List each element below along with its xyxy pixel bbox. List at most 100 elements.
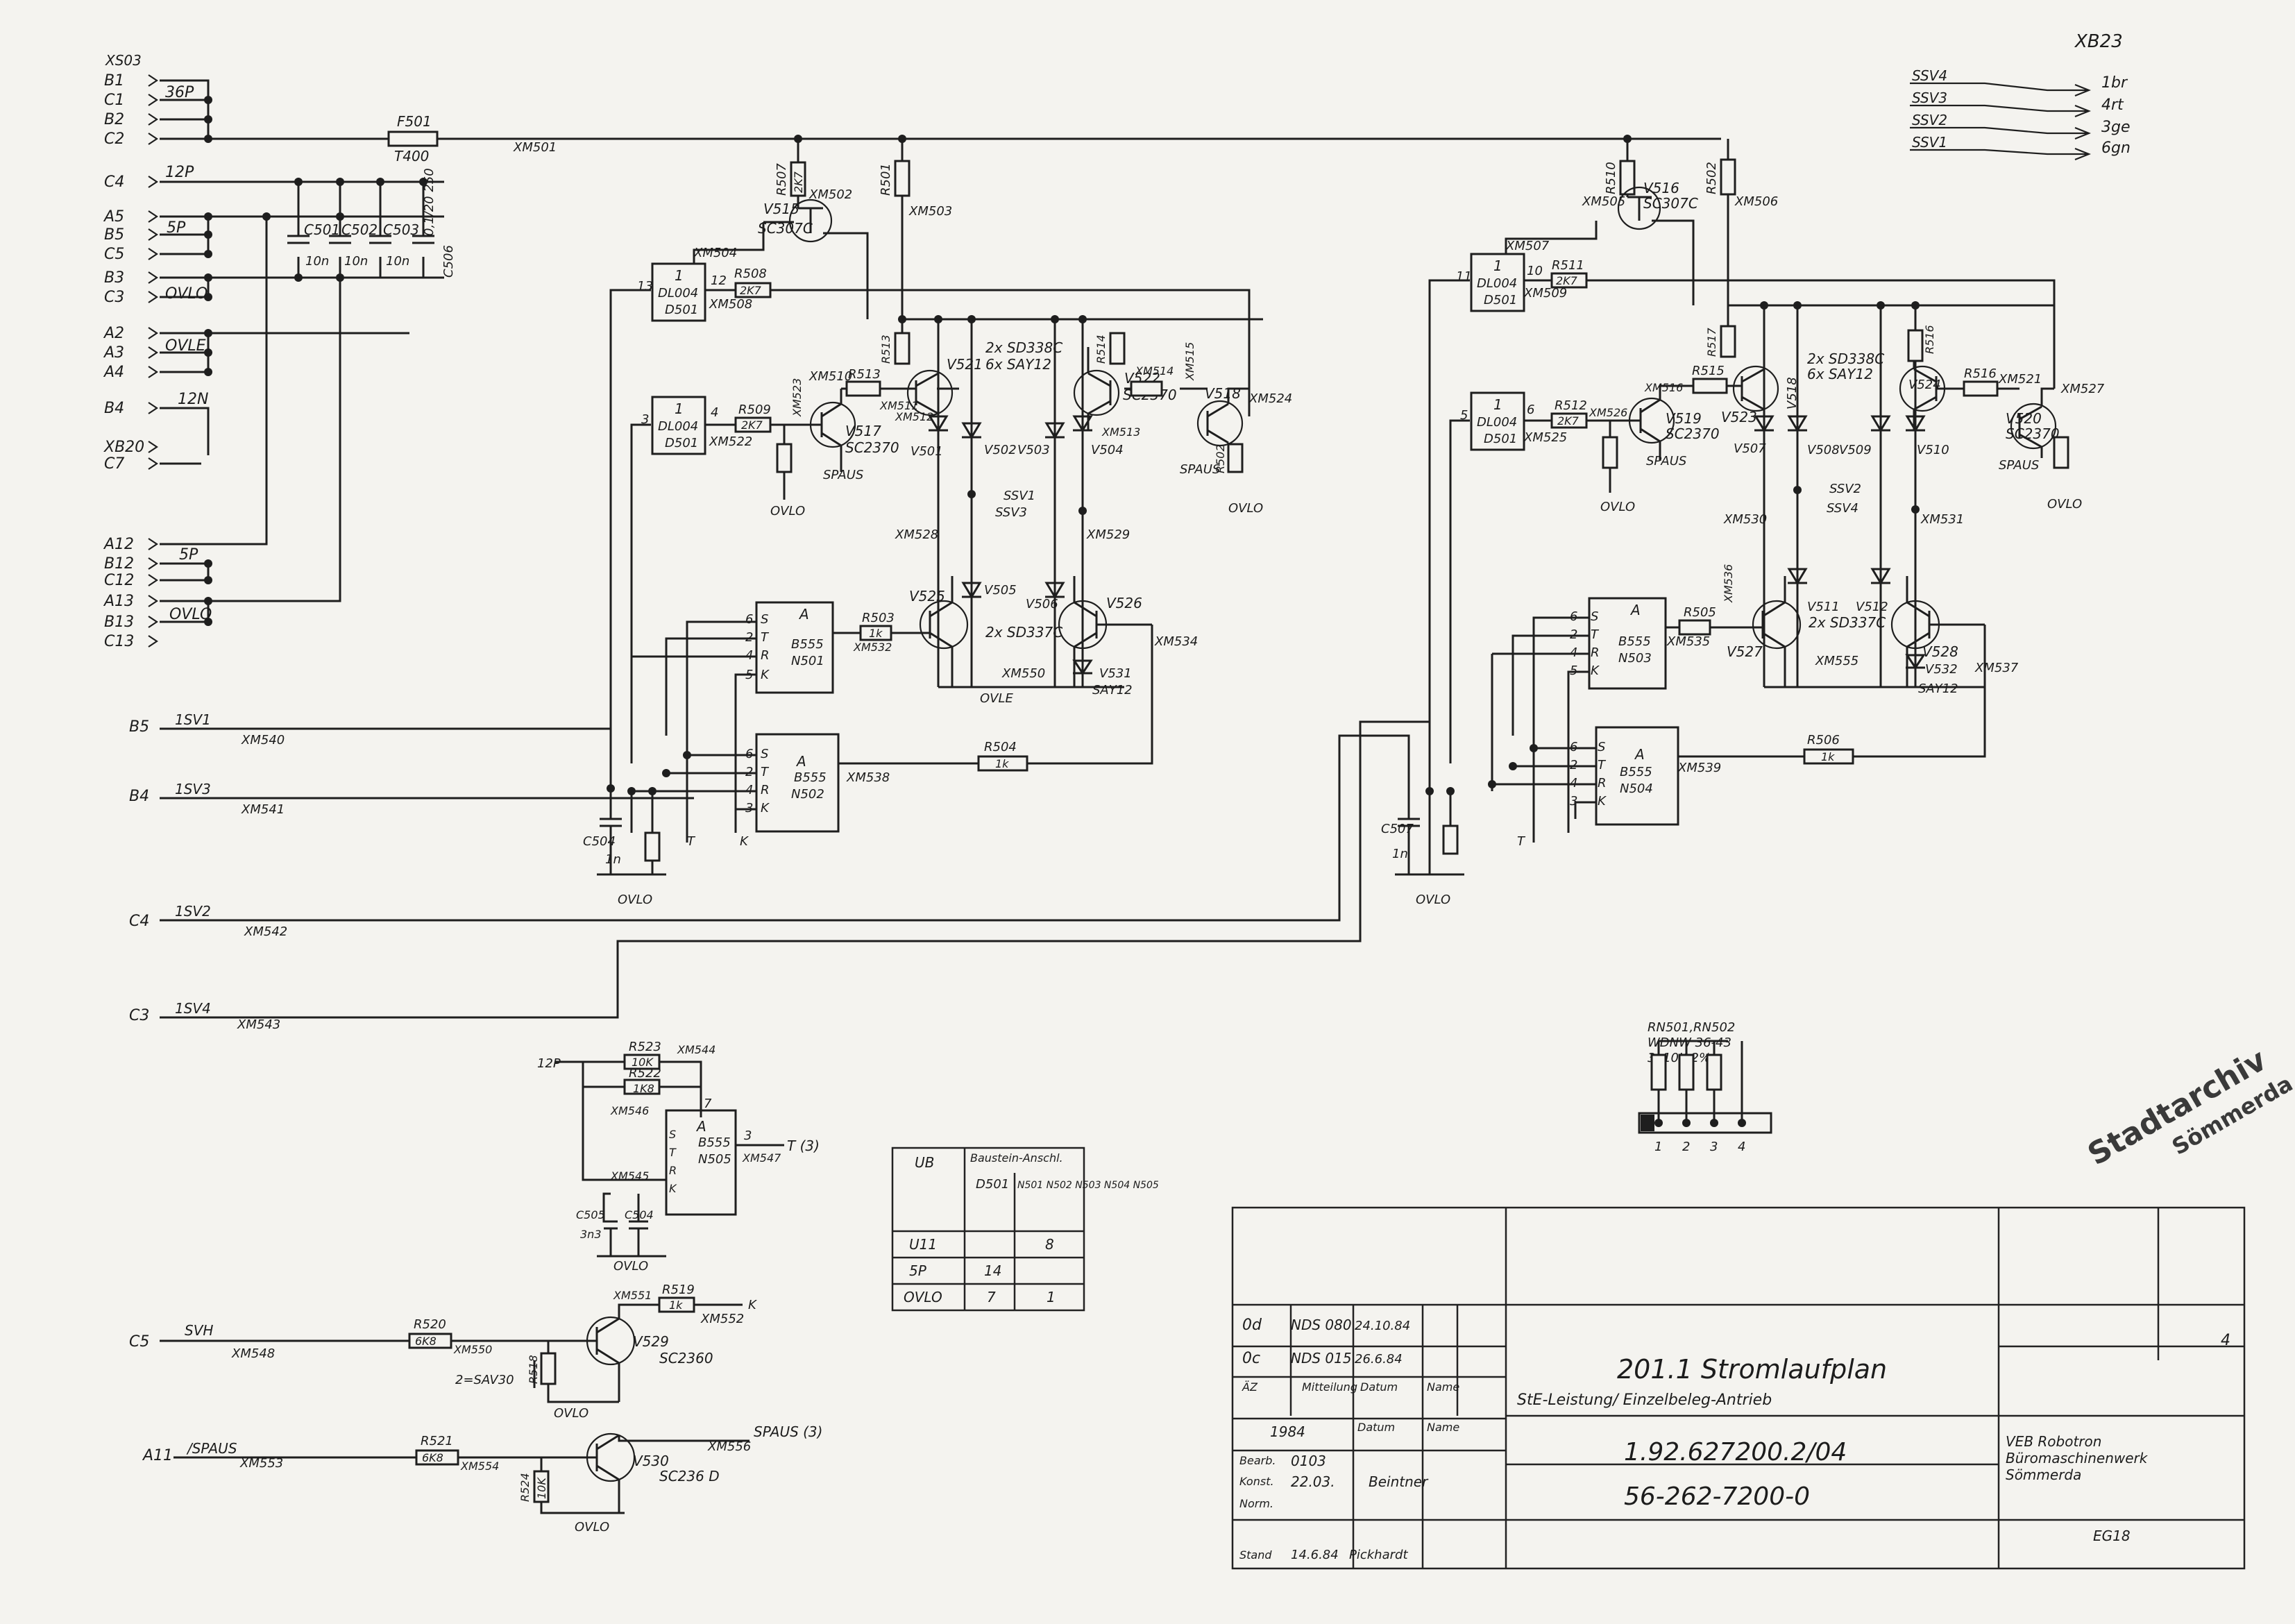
spaus-l: SPAUS [823,468,863,482]
ic-ref: D501 [1484,293,1517,307]
v532: V532 [1925,662,1958,677]
v524-ref: V524 [1908,378,1941,392]
xm544: XM544 [677,1043,715,1056]
xm528: XM528 [895,527,938,542]
r522: R522 [629,1066,661,1081]
v530: V530 [633,1453,669,1469]
cap-ref: C501 [304,221,340,238]
r511: R511 [1552,258,1584,273]
legend-name: SSV1 [1912,134,1947,151]
xm532: XM532 [853,641,892,654]
pin-label: A13 [103,593,134,610]
xm506: XM506 [1734,194,1778,209]
table-ub: U11 [909,1236,937,1253]
work-nh: Name [1427,1421,1459,1434]
ovlo-l: OVLO [770,504,805,518]
pin-label: C13 [104,633,134,650]
r507-label: R507 [774,163,789,196]
label-12n: 12N [178,391,208,408]
title-block: 0d NDS 080 24.10.84 0c NDS 015 26.6.84 Ä… [1231,1206,2246,1570]
pin-label: C7 [104,455,124,473]
pin-label: B13 [104,614,134,631]
v531: V531 [1099,666,1132,681]
diode-text-b: 6x SAY12 [985,356,1051,373]
spaus-rb: R524 [518,1473,532,1502]
left-connector-pins: B1C1B2C2C4A5B5C5B3C3A2A3A4B4XB20C7A12B12… [103,72,158,650]
b555-out: A [1634,746,1645,763]
pin-label: A2 [103,325,124,342]
work-name: Pickhardt [1349,1548,1408,1562]
v525-ref: V525 [909,588,945,604]
timer-ovlo: OVLO [613,1259,648,1274]
svh-pin: C5 [129,1333,149,1351]
table-d: 14 [984,1262,1001,1279]
xm539: XM539 [1677,761,1721,775]
r508: R508 [734,267,767,281]
ovlo-r2: OVLO [2047,497,2082,511]
work-datum: 0103 [1291,1453,1326,1469]
pin-arrow-icon [148,133,158,145]
rev-h-name: Name [1427,1380,1459,1394]
b555-lbl: S [761,612,768,627]
svh-diode: 2=SAV30 [455,1373,514,1387]
r504: R504 [984,740,1017,754]
r513: R513 [848,367,881,382]
label-5p-b: 5P [179,546,198,564]
table-h1: UB [915,1154,934,1171]
rn-title: RN501,RN502 [1648,1020,1735,1035]
ic-ref: D501 [1484,432,1517,446]
b555-pin: 6 [745,612,753,627]
r521b: R516 [1923,325,1936,354]
pin-arrow-icon [148,291,158,303]
v505: V505 [984,583,1017,598]
r523: R523 [629,1040,661,1054]
spaus-label: /SPAUS [186,1440,237,1457]
xm526: XM526 [1589,406,1627,419]
pin-arrow-icon [148,346,158,359]
b555-ref: B555 [791,637,824,652]
work-role: Konst. [1239,1475,1274,1488]
v529t: SC2360 [659,1350,713,1367]
legend-value: 3ge [2101,119,2131,136]
v517-type: SC2370 [845,439,899,456]
r517: R517 [1705,328,1718,357]
xm545: XM545 [610,1169,649,1183]
rn-pin: 2 [1682,1140,1690,1154]
xm524: XM524 [1248,391,1292,406]
v526-ref: V526 [1106,595,1142,611]
supply-table: UB Baustein-Anschl. D501 N501 N502 N503 … [891,1147,1159,1312]
v518-ref: V518 [1205,385,1241,402]
label-12p: 12P [165,164,194,181]
b555-lbl: R [761,783,770,797]
say12-l: SAY12 [1092,683,1133,697]
bus-label: 1SV1 [175,711,211,728]
top-rails [794,135,1729,194]
v523-ref: V523 [1721,409,1757,425]
rev-h-datum: Datum [1360,1380,1398,1394]
xm550b: XM550 [453,1343,492,1356]
tb-company: Sömmerda [2006,1466,2081,1483]
r501-label: R501 [879,163,893,196]
cap-c506: C506 [441,245,456,278]
tb-sheet-no: 4 [2221,1332,2230,1349]
diode-text-a-r: 2x SD338C [1807,350,1884,367]
v519-type: SC2370 [1666,425,1720,442]
c504b: C504 [625,1208,654,1221]
b555-pin: 3 [1570,794,1577,809]
v504: V504 [1091,443,1124,457]
r510-label: R510 [1604,162,1618,194]
work-role: Norm. [1239,1497,1273,1510]
timer-pin3: 3 [744,1128,752,1143]
resistor-network: RN501,RN502 WDNW 36-43 3x10K 2% 1 2 3 4 [1638,1020,1772,1154]
label-ovle: OVLE [165,337,206,355]
pin-arrow-icon [148,74,158,87]
rev-datum: 24.10.84 [1355,1319,1410,1333]
t-l: T [687,834,696,849]
ic-part: DL004 [658,286,698,301]
cap-ref: C503 [383,221,419,238]
rev-h-idx: ÄZ [1242,1380,1258,1394]
xm514: XM514 [1135,364,1174,378]
pin-label: B5 [104,226,124,244]
b555-sub: N505 [698,1152,731,1167]
